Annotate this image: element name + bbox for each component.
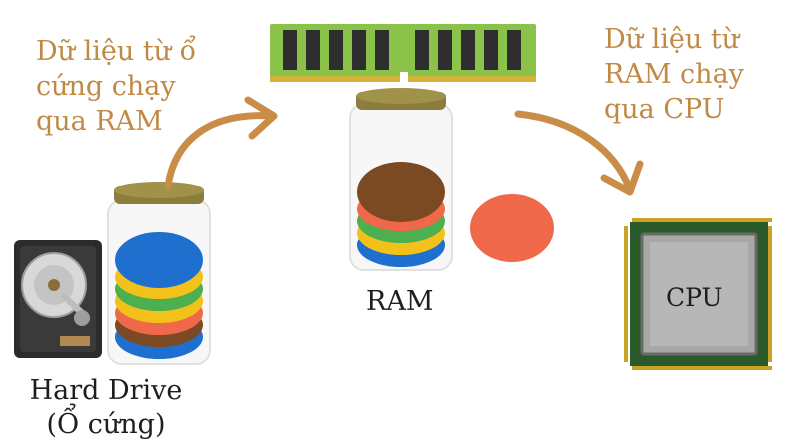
cpu-chip-icon — [624, 218, 772, 370]
hdd-to-ram-caption: Dữ liệu từ ổ cứng chạy qua RAM — [36, 36, 197, 137]
data-disc — [470, 194, 554, 262]
ram-label: RAM — [366, 286, 434, 317]
hard-drive-icon — [14, 240, 102, 358]
ram-stick-icon — [270, 24, 536, 82]
ram-data-jar — [349, 88, 453, 271]
hard-drive-label: Hard Drive (Ổ cứng) — [29, 375, 183, 440]
curved-arrow-icon — [164, 96, 278, 190]
hard-drive-data-jar — [107, 182, 211, 365]
cpu-label: CPU — [666, 283, 723, 312]
curved-arrow-icon — [514, 110, 644, 196]
ram-to-cpu-caption: Dữ liệu từ RAM chạy qua CPU — [604, 24, 744, 125]
